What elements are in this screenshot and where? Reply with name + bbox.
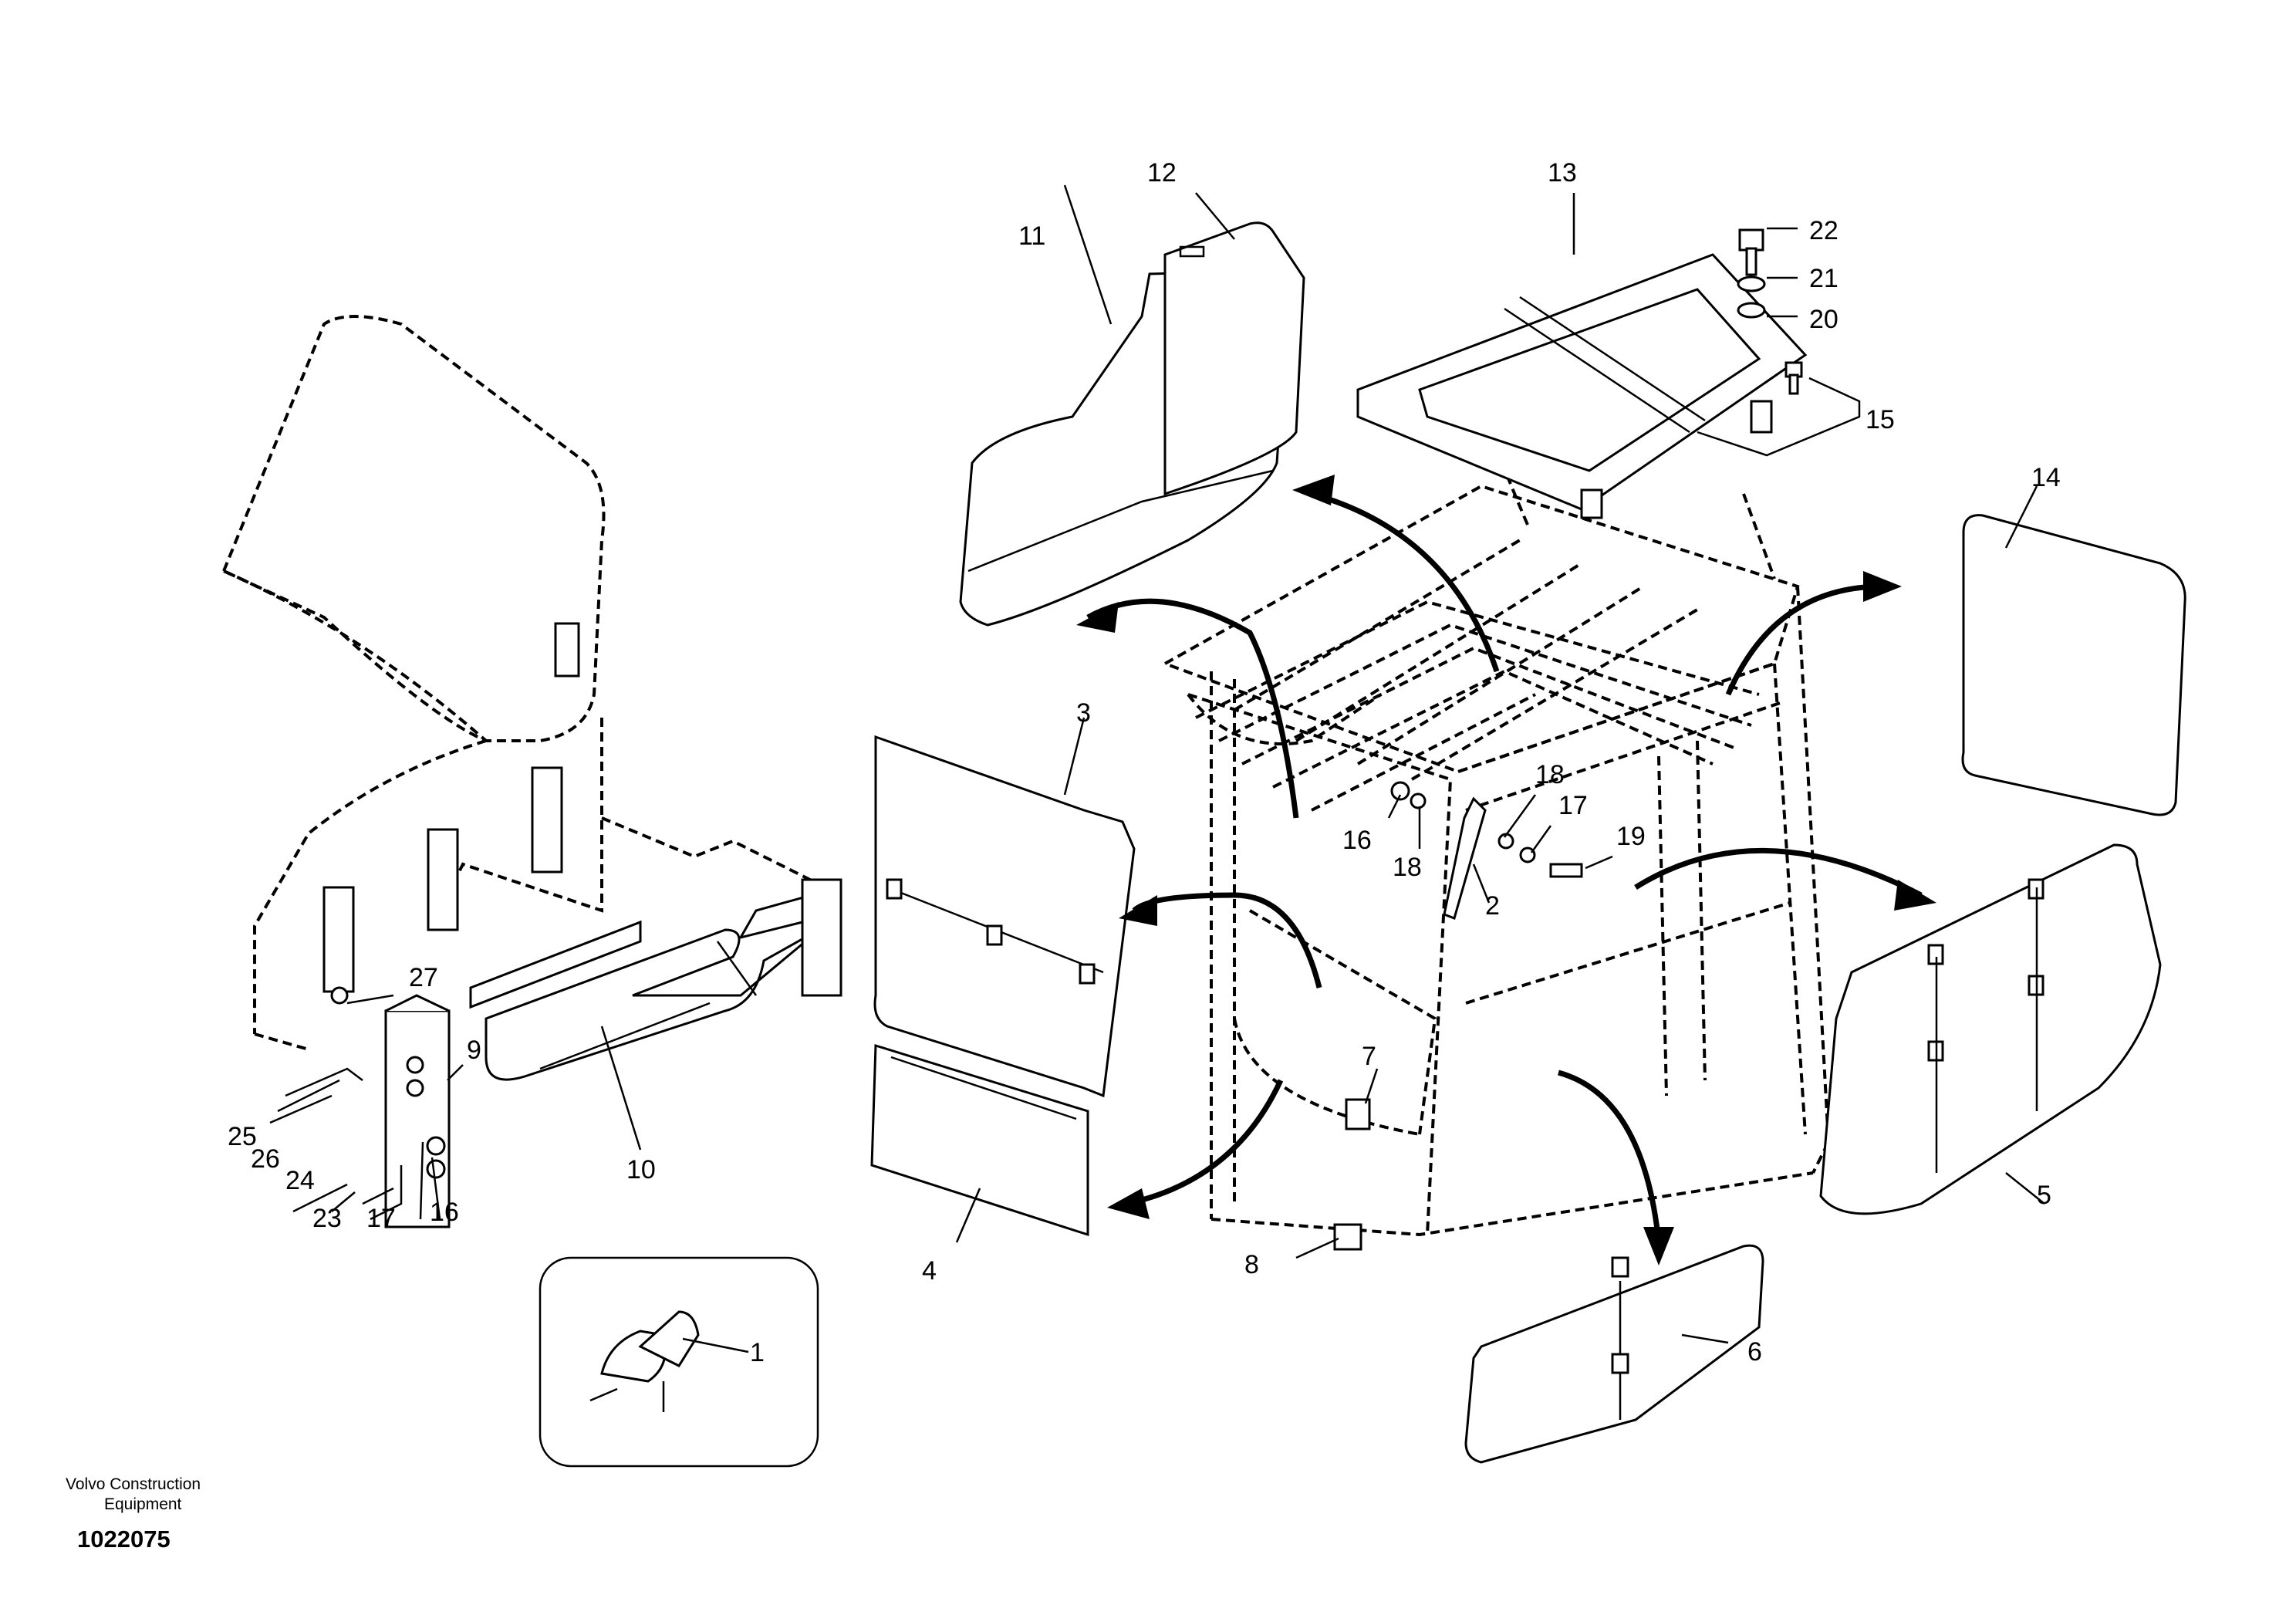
label-part-7: 7 (1362, 1042, 1376, 1071)
label-part-26: 26 (251, 1144, 280, 1174)
switch-blocks (322, 622, 580, 993)
drawing-number: 1022075 (77, 1526, 171, 1553)
roof-hatch-part-13 (1356, 253, 1808, 519)
hatch-hardware (1737, 228, 1803, 395)
bracket-part-7 (1345, 1098, 1371, 1130)
company-name-line1: Volvo Construction (66, 1475, 201, 1493)
label-part-15: 15 (1866, 405, 1895, 434)
label-part-3: 3 (1076, 698, 1091, 728)
part-labels: 1 2 3 4 5 6 7 8 9 10 11 12 13 14 15 16 1… (228, 158, 2061, 1367)
keys-part-1 (539, 1256, 819, 1468)
bracket-part-8 (1333, 1223, 1362, 1251)
label-part-4: 4 (922, 1256, 937, 1286)
label-part-18-lower: 18 (1393, 853, 1422, 882)
label-part-18-upper: 18 (1535, 760, 1565, 789)
label-part-27: 27 (409, 963, 438, 992)
label-part-2: 2 (1485, 891, 1500, 921)
label-part-14: 14 (2031, 463, 2061, 492)
latch-part-2 (1390, 781, 1583, 920)
label-part-9: 9 (467, 1036, 481, 1065)
label-part-16-center: 16 (1342, 826, 1372, 855)
label-part-8: 8 (1244, 1250, 1259, 1279)
trim-panel-part-10 (469, 878, 842, 1081)
assembly-arrows (1076, 475, 1936, 1265)
label-part-20: 20 (1809, 305, 1838, 334)
leader-lines (292, 184, 2045, 1353)
window-part-4 (870, 1043, 1089, 1237)
window-part-12 (1163, 221, 1305, 496)
label-part-21: 21 (1809, 264, 1838, 293)
label-part-16-left: 16 (430, 1198, 459, 1227)
bracket-part-9 (269, 986, 451, 1228)
label-part-19: 19 (1616, 822, 1646, 851)
door-part-5 (1819, 843, 2162, 1215)
label-part-22: 22 (1809, 216, 1838, 245)
label-part-11: 11 (1018, 221, 1045, 251)
label-part-24: 24 (285, 1166, 315, 1195)
window-part-3 (873, 735, 1136, 1098)
company-name-line2: Equipment (104, 1495, 182, 1513)
label-part-17-center: 17 (1558, 791, 1588, 820)
label-part-12: 12 (1147, 158, 1177, 188)
window-part-14 (1961, 514, 2186, 816)
label-part-23: 23 (312, 1204, 342, 1233)
label-part-1: 1 (750, 1338, 765, 1367)
label-part-17-left: 17 (366, 1204, 396, 1233)
label-part-5: 5 (2037, 1181, 2051, 1210)
label-part-25: 25 (228, 1122, 257, 1151)
label-part-13: 13 (1548, 158, 1577, 188)
footer: Volvo Construction Equipment 1022075 (66, 1475, 201, 1553)
label-part-10: 10 (626, 1155, 656, 1184)
door-part-6 (1464, 1244, 1764, 1464)
label-part-6: 6 (1747, 1337, 1762, 1367)
cab-frame-phantom (1161, 354, 1831, 1237)
